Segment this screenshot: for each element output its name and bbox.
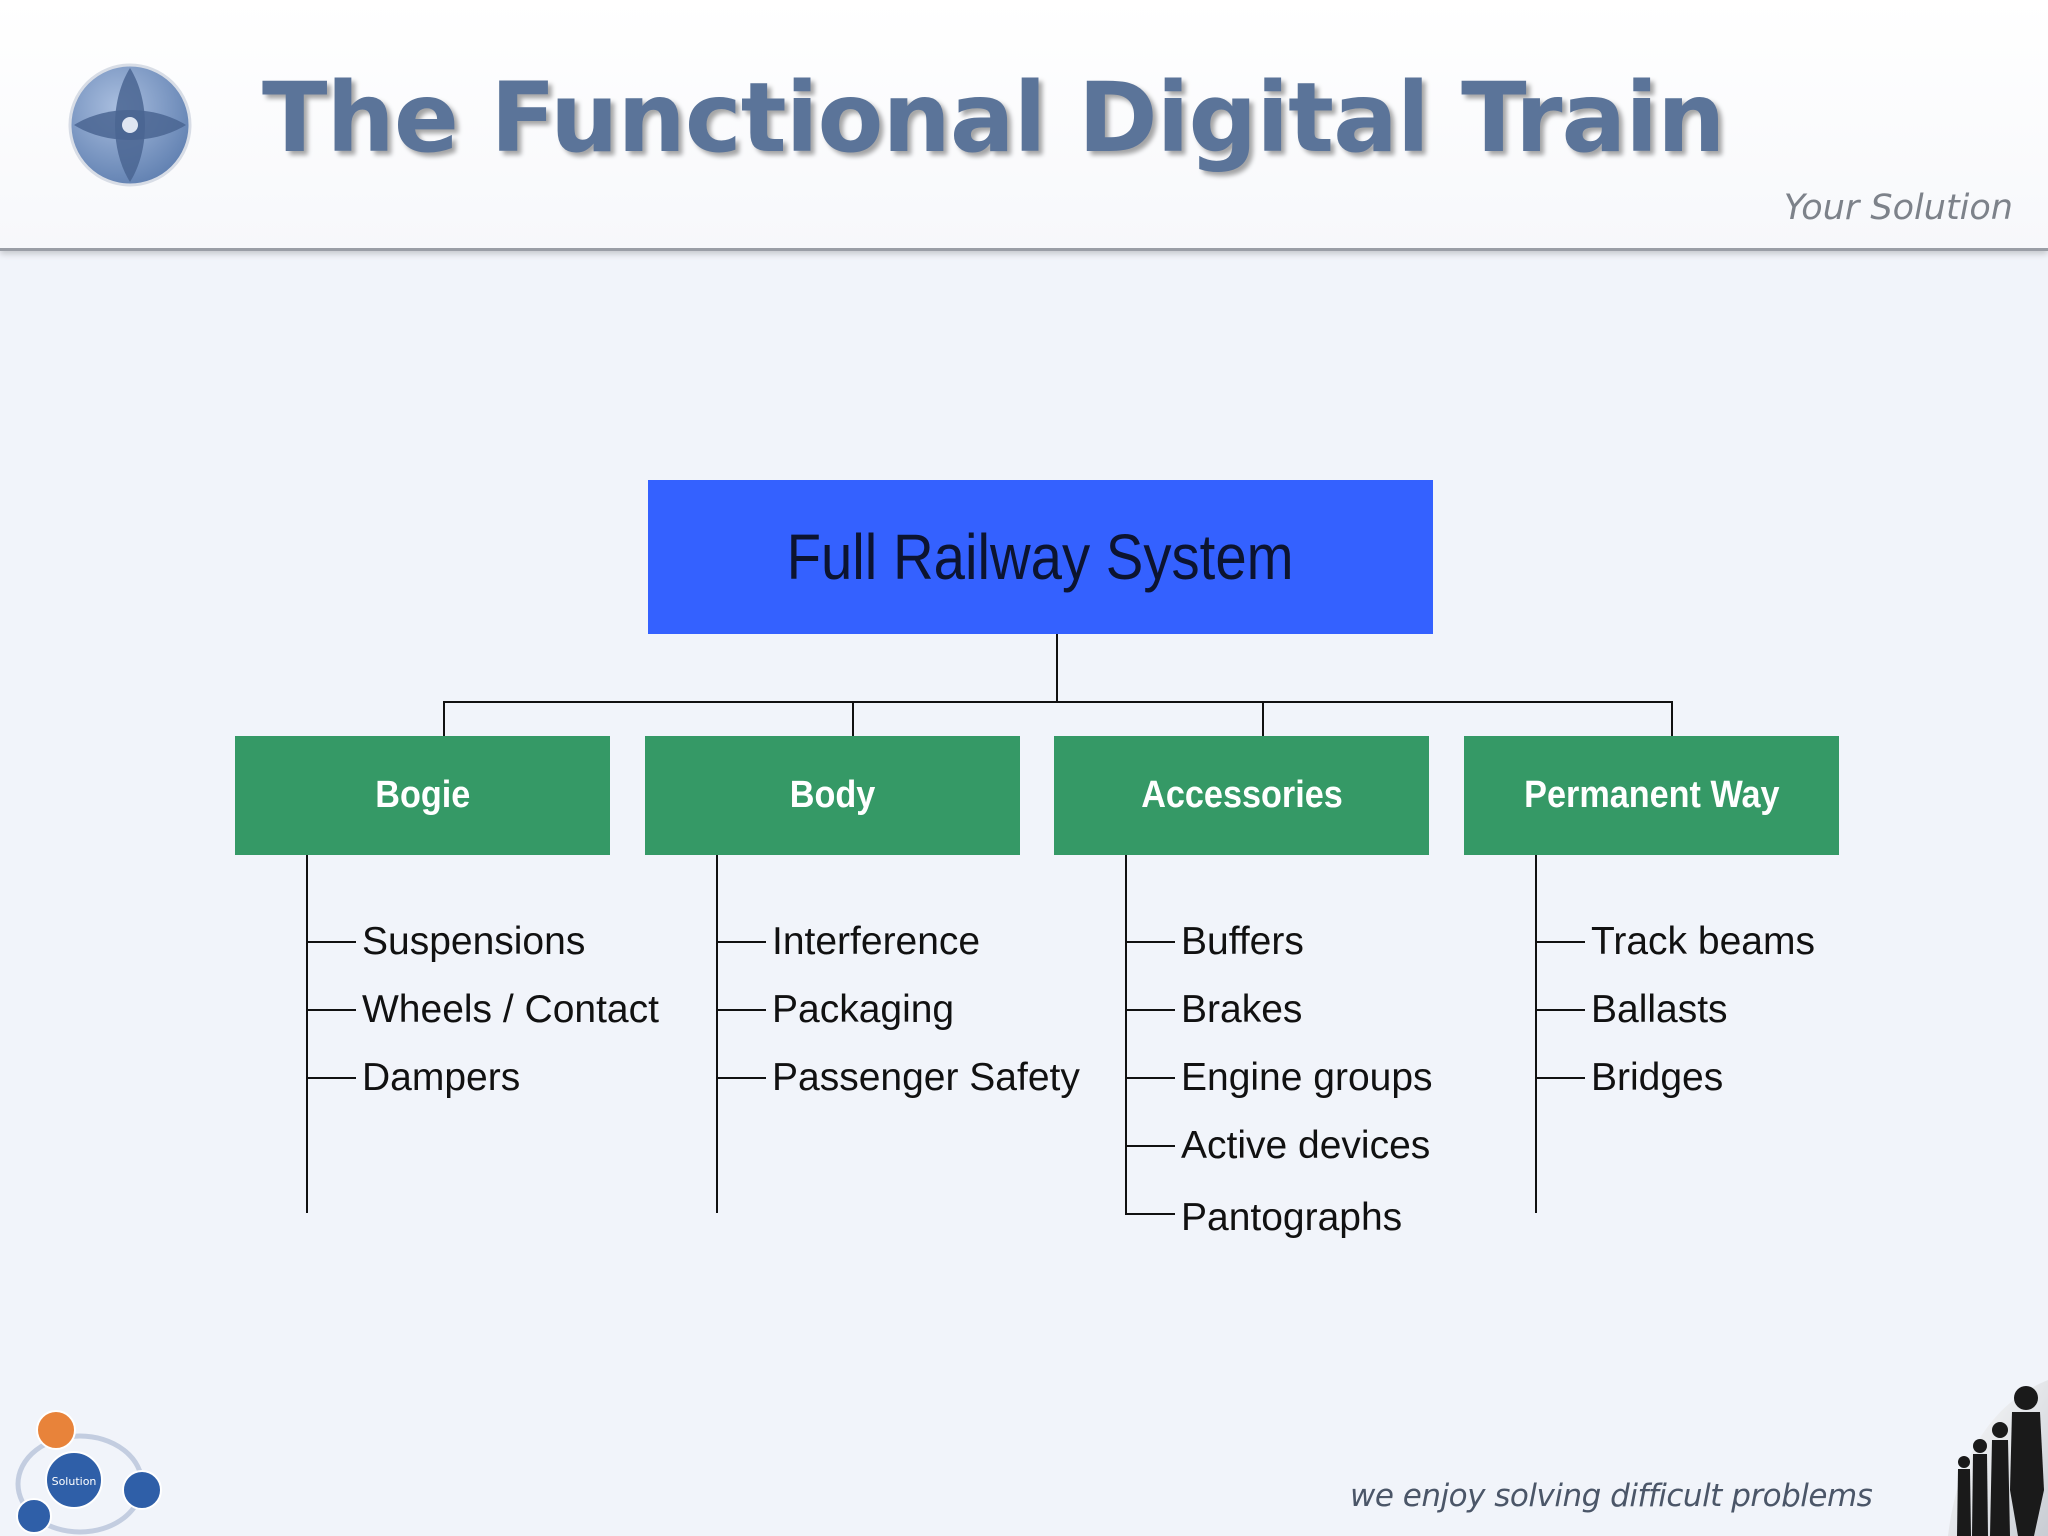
list-item: Passenger Safety <box>772 1056 1080 1099</box>
permanent-way-tick <box>1535 1009 1585 1011</box>
category-label: Body <box>789 774 876 816</box>
connector-drop-accessories <box>1262 701 1264 736</box>
bogie-tick <box>306 941 356 943</box>
list-item: Wheels / Contact <box>362 988 659 1031</box>
list-item: Brakes <box>1181 988 1303 1031</box>
root-node-label: Full Railway System <box>787 521 1294 593</box>
category-label: Permanent Way <box>1523 774 1780 816</box>
category-label: Accessories <box>1140 774 1343 816</box>
list-item: Dampers <box>362 1056 521 1099</box>
slide-header: The Functional Digital Train Your Soluti… <box>0 0 2048 251</box>
list-item: Pantographs <box>1181 1196 1403 1239</box>
bogie-vertical-line <box>306 855 308 1213</box>
accessories-tick <box>1125 1213 1175 1215</box>
accessories-tick <box>1125 941 1175 943</box>
list-item: Engine groups <box>1181 1056 1433 1099</box>
solution-bubbles-icon: Solution <box>15 1410 162 1535</box>
root-node: Full Railway System <box>648 480 1433 634</box>
list-item: Suspensions <box>362 920 586 963</box>
connector-drop-permanent-way <box>1671 701 1673 736</box>
category-accessories: Accessories <box>1054 736 1429 855</box>
slide-title: The Functional Digital Train <box>262 62 1725 174</box>
body-tick <box>716 1009 766 1011</box>
list-item: Interference <box>772 920 981 963</box>
permanent-way-vertical-line <box>1535 855 1537 1213</box>
list-item: Active devices <box>1181 1124 1431 1167</box>
accessories-tick <box>1125 1145 1175 1147</box>
header-tagline: Your Solution <box>1783 188 2013 228</box>
category-permanent-way: Permanent Way <box>1464 736 1839 855</box>
permanent-way-tick <box>1535 1077 1585 1079</box>
body-tick <box>716 941 766 943</box>
category-body: Body <box>645 736 1020 855</box>
bogie-tick <box>306 1009 356 1011</box>
connector-drop-body <box>852 701 854 736</box>
bogie-tick <box>306 1077 356 1079</box>
solution-bubble-label: Solution <box>52 1475 97 1488</box>
permanent-way-tick <box>1535 941 1585 943</box>
list-item: Buffers <box>1181 920 1304 963</box>
accessories-vertical-line <box>1125 855 1127 1215</box>
list-item: Ballasts <box>1591 988 1728 1031</box>
list-item: Bridges <box>1591 1056 1724 1099</box>
footer-tagline: we enjoy solving difficult problems <box>1350 1478 1873 1514</box>
connector-root-stem <box>1056 634 1058 702</box>
page-curl-silhouettes-icon <box>1948 1380 2048 1536</box>
connector-horizontal <box>443 701 1673 703</box>
category-label: Bogie <box>374 774 471 816</box>
connector-drop-bogie <box>443 701 445 736</box>
body-tick <box>716 1077 766 1079</box>
category-bogie: Bogie <box>235 736 610 855</box>
company-logo-icon <box>68 63 192 187</box>
list-item: Track beams <box>1591 920 1815 963</box>
accessories-tick <box>1125 1077 1175 1079</box>
body-vertical-line <box>716 855 718 1213</box>
accessories-tick <box>1125 1009 1175 1011</box>
list-item: Packaging <box>772 988 955 1031</box>
